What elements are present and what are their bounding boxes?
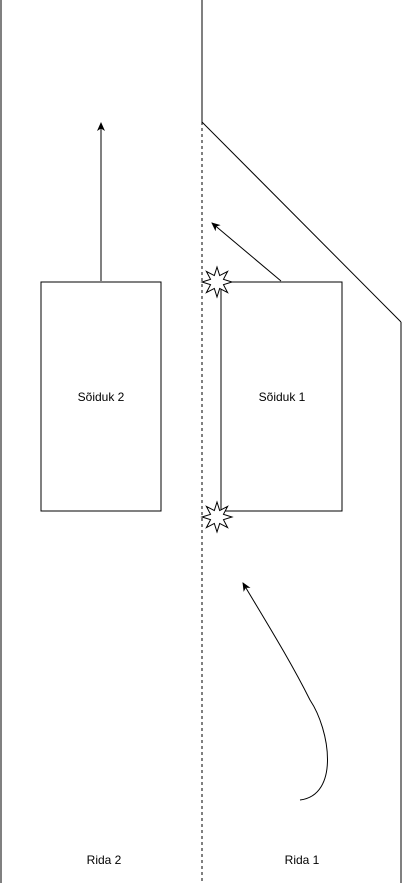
vehicle-2-label: Sõiduk 2 bbox=[77, 390, 125, 404]
vehicle-1-label: Sõiduk 1 bbox=[258, 390, 306, 404]
vehicle-2-box bbox=[40, 281, 162, 512]
vehicle-1-direction-arrow bbox=[211, 222, 282, 282]
curved-movement-arrow bbox=[242, 582, 328, 801]
impact-star-top-icon bbox=[200, 265, 234, 299]
road-edge-right-merge bbox=[201, 121, 402, 323]
lane-1-label: Rida 1 bbox=[284, 853, 320, 867]
vehicle-1-box bbox=[220, 281, 343, 512]
lane-2-label: Rida 2 bbox=[86, 853, 122, 867]
impact-star-bottom-icon bbox=[200, 500, 234, 534]
